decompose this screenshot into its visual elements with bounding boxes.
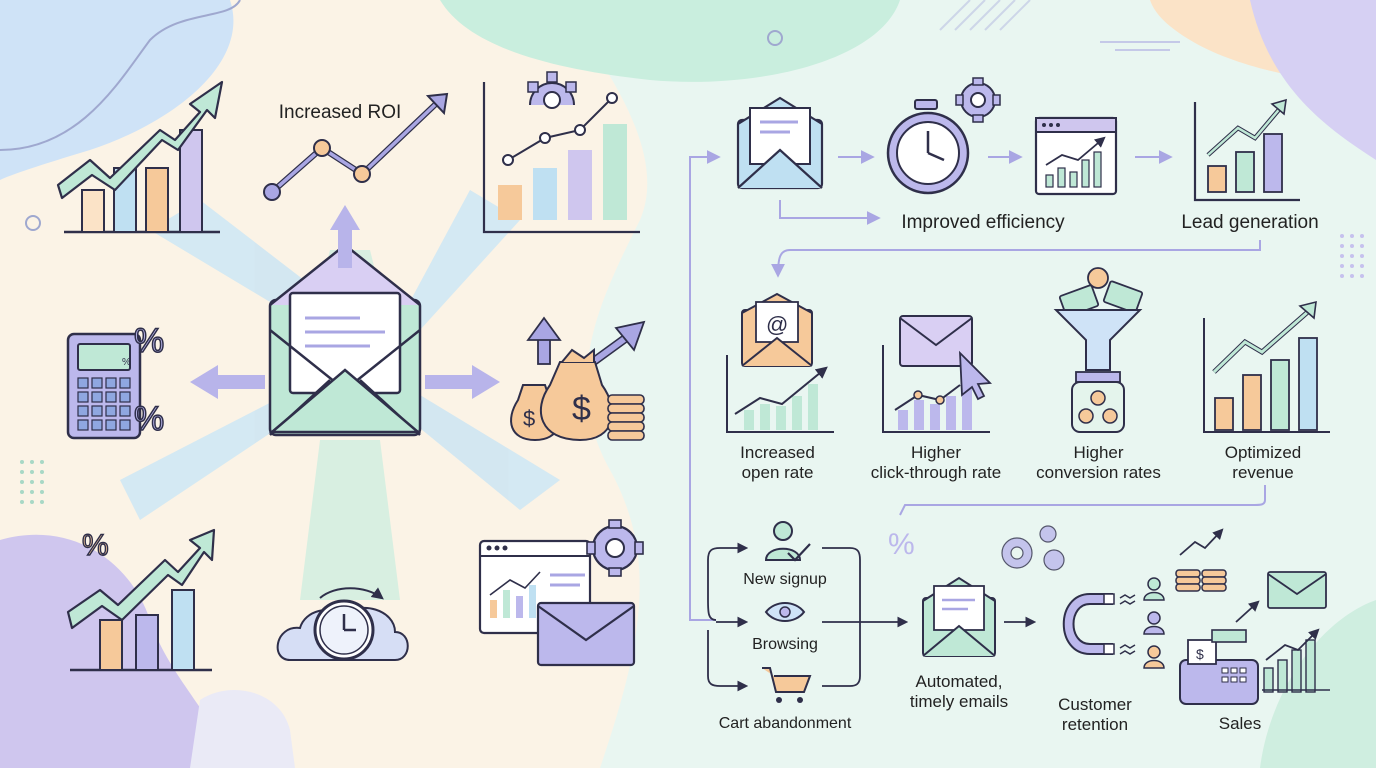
money-bags-icon	[510, 316, 646, 442]
browser-analytics-icon	[1034, 116, 1118, 196]
percent-icon: %	[134, 322, 164, 360]
percent-icon: %	[134, 400, 164, 438]
new-signup-icon	[764, 521, 811, 562]
lead-generation-label: Lead generation	[1181, 212, 1319, 233]
browser-email-icon	[478, 519, 644, 667]
percent-growth-chart-icon	[66, 528, 216, 672]
revenue-chart-icon	[1203, 300, 1330, 433]
shopping-cart-icon	[762, 667, 812, 703]
analytics-chart-icon	[482, 71, 640, 234]
click-through-icon	[882, 315, 993, 433]
clock-cloud-icon	[276, 587, 409, 661]
cart-abandonment-label: Cart abandonment	[718, 715, 852, 732]
efficiency-label: Improved efficiency	[901, 212, 1065, 233]
automated-email-icon	[922, 576, 996, 657]
percent-icon: %	[888, 528, 915, 561]
roi-label: Increased ROI	[278, 102, 402, 123]
gears-icon	[1001, 525, 1065, 571]
lead-growth-chart-icon	[1193, 98, 1300, 202]
browsing-eye-icon	[764, 602, 806, 622]
open-rate-icon	[726, 292, 834, 433]
dollar-icon: $	[572, 390, 591, 428]
central-envelope-icon	[268, 243, 422, 437]
new-signup-label: New signup	[743, 571, 827, 588]
calculator-icon: %	[66, 332, 142, 440]
automated-emails-label: Automated,timely emails	[909, 672, 1009, 711]
growth-chart-icon	[56, 80, 224, 234]
stopwatch-icon	[886, 77, 1001, 195]
magnet-icon	[1062, 577, 1165, 669]
dollar-icon: $	[523, 406, 535, 431]
calc-percent-glyph: %	[122, 357, 131, 368]
email-envelope-icon	[736, 96, 824, 190]
dollar-icon: $	[1196, 646, 1204, 662]
flow-connectors	[689, 150, 1266, 621]
percent-icon: %	[82, 529, 109, 562]
roi-line-icon	[263, 92, 449, 201]
sales-register-icon	[1175, 528, 1330, 705]
at-sign-icon: @	[766, 312, 788, 337]
envelope-arrows	[190, 205, 500, 399]
conversion-funnel-icon	[1053, 267, 1144, 433]
central-rays	[120, 190, 560, 600]
sales-label: Sales	[1218, 714, 1262, 733]
trigger-connectors	[707, 542, 1037, 692]
browsing-label: Browsing	[752, 636, 818, 653]
